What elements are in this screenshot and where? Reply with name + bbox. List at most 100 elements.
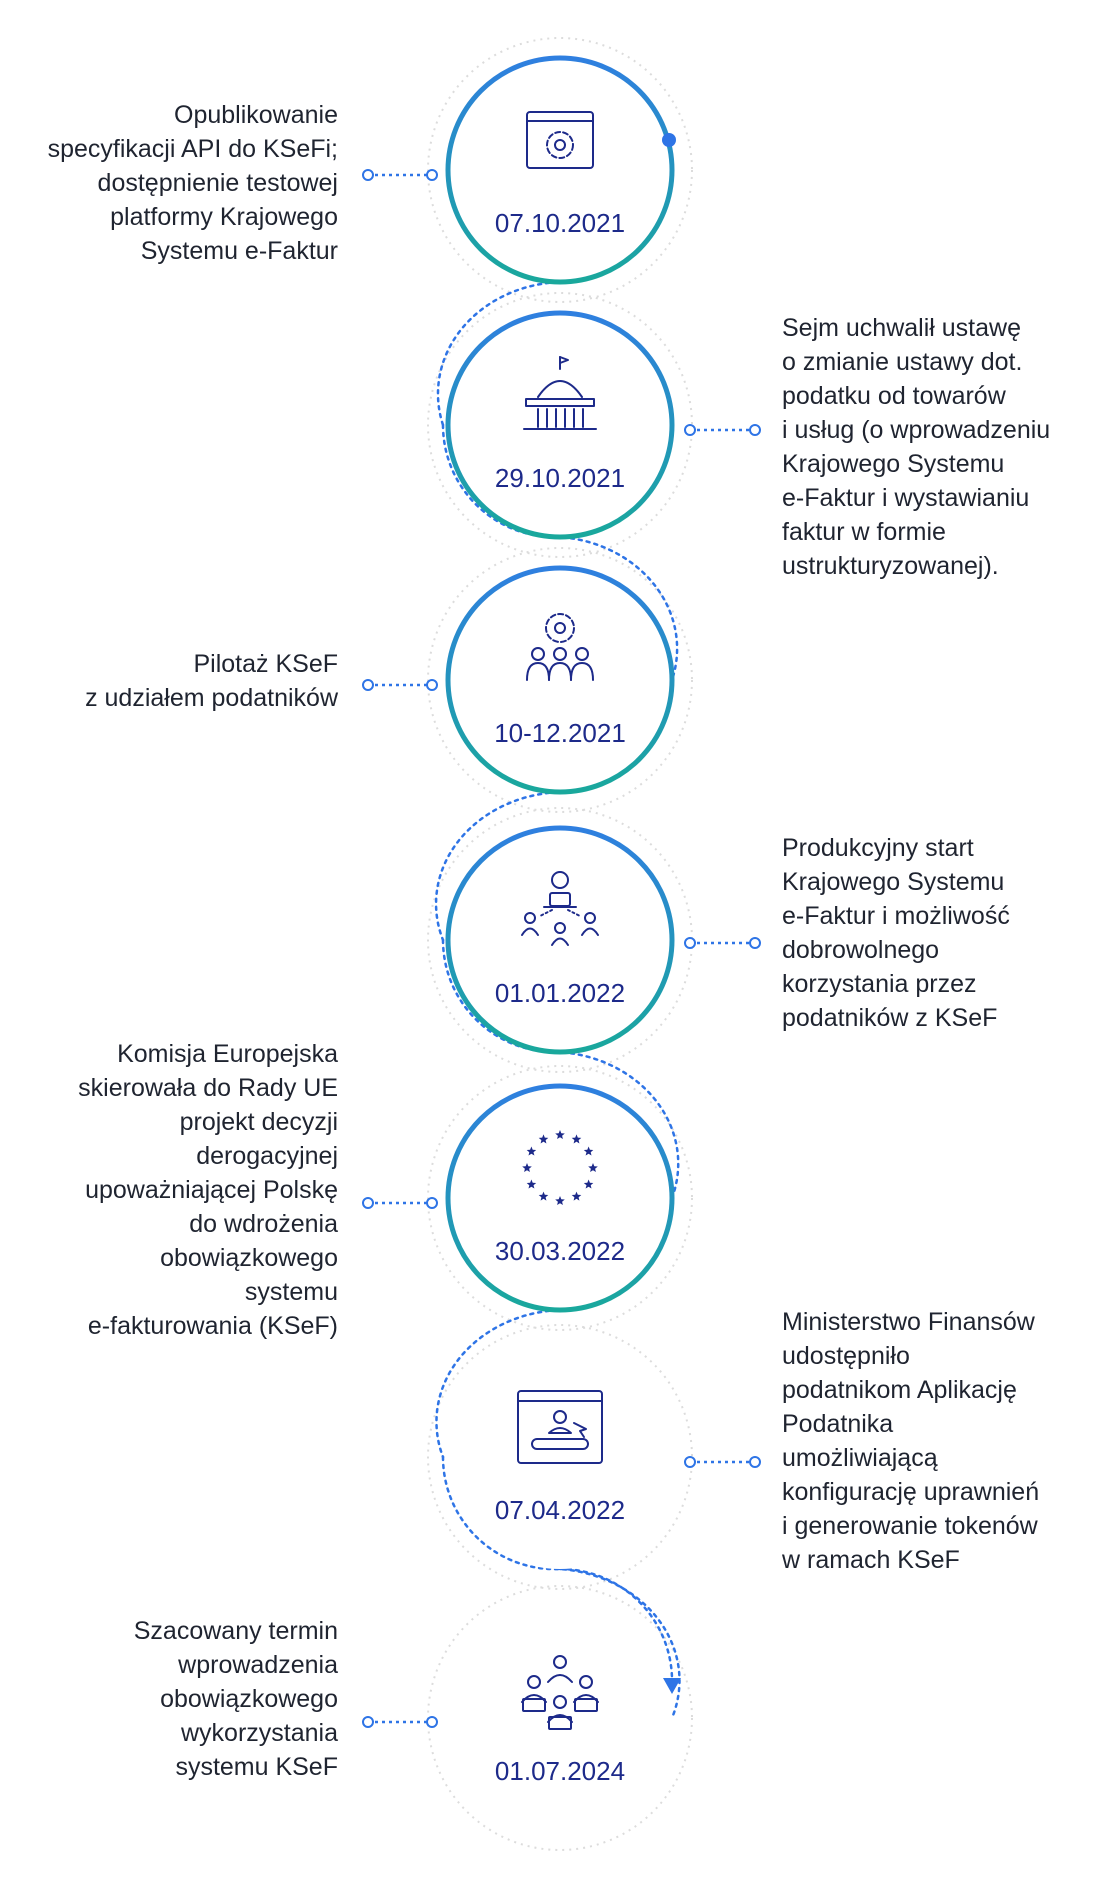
leader-dot <box>362 1197 374 1209</box>
description-line: Krajowego Systemu <box>782 450 1005 478</box>
milestone-description: Komisja Europejska skierowała do Rady UE p… <box>38 1037 338 1343</box>
description-line: konfigurację uprawnień <box>782 1478 1040 1506</box>
star-icon <box>588 1163 598 1172</box>
description-line: Sejm uchwalił ustawę <box>782 314 1021 342</box>
leader-dot <box>749 937 761 949</box>
leader-dot <box>749 1456 761 1468</box>
star-icon <box>571 1191 582 1201</box>
milestone-description: Szacowany termin wprowadzenia obowiązkoweg… <box>38 1614 338 1784</box>
node-ring <box>445 565 675 795</box>
description-line: podatku od towarów <box>782 382 1006 410</box>
outer-ring <box>427 547 693 813</box>
description-line: Krajowego Systemu <box>782 868 1005 896</box>
outer-ring <box>427 37 693 303</box>
description-line: wprowadzenia <box>178 1651 338 1679</box>
milestone-description: Sejm uchwalił ustawę o zmianie ustawy dot… <box>782 311 1082 583</box>
description-line: umożliwiającą <box>782 1444 938 1472</box>
description-line: podatników z KSeF <box>782 1004 998 1032</box>
description-line: projekt decyzji <box>179 1108 338 1136</box>
milestone-description: Opublikowanie specyfikacji API do KSeFi; d… <box>38 98 338 268</box>
timeline-connector <box>441 938 680 1200</box>
star-icon <box>555 1130 565 1139</box>
description-line: e-Faktur i możliwość <box>782 902 1010 930</box>
leader-dot <box>426 169 438 181</box>
eu-stars-icon <box>522 1130 598 1205</box>
leader-dot <box>362 169 374 181</box>
description-line: dobrowolnego <box>782 936 940 964</box>
description-line: Systemu e-Faktur <box>140 237 338 265</box>
milestone-date: 01.07.2024 <box>495 1756 625 1786</box>
description-line: korzystania przez <box>782 970 977 998</box>
description-line: podatnikom Aplikację <box>782 1376 1017 1404</box>
description-line: Produkcyjny start <box>782 834 974 862</box>
node-ring <box>445 55 675 285</box>
description-line: Opublikowanie <box>174 101 338 129</box>
description-line: w ramach KSeF <box>782 1546 960 1574</box>
node-ring <box>445 825 675 1055</box>
description-line: o zmianie ustawy dot. <box>782 348 1023 376</box>
star-icon <box>538 1191 549 1201</box>
timeline-connector <box>441 1455 681 1720</box>
team-gear-icon <box>526 613 594 681</box>
leader-dot <box>362 679 374 691</box>
description-line: obowiązkowego <box>160 1685 338 1713</box>
description-line: platformy Krajowego <box>110 203 338 231</box>
leader-dot <box>684 424 696 436</box>
description-line: Szacowany termin <box>133 1617 338 1645</box>
description-line: specyfikacji API do KSeFi; <box>47 135 338 163</box>
outer-ring <box>427 1065 693 1331</box>
milestone-node: 01.07.2024 <box>362 1606 672 1830</box>
node-ring <box>445 310 675 540</box>
description-line: e-Faktur i wystawianiu <box>782 484 1030 512</box>
leader-dot <box>426 679 438 691</box>
star-icon <box>583 1179 594 1189</box>
star-icon <box>526 1146 537 1156</box>
milestone-date: 01.01.2022 <box>495 978 625 1008</box>
milestone-node: 30.03.2022 <box>362 1083 675 1313</box>
description-line: Podatnika <box>782 1410 894 1438</box>
description-line: Komisja Europejska <box>117 1040 338 1068</box>
milestone-node: 07.10.2021 <box>362 55 675 285</box>
star-icon <box>522 1163 532 1172</box>
milestone-description: Ministerstwo Finansów udostępniło podatnik… <box>782 1305 1082 1577</box>
description-line: dostępnienie testowej <box>97 169 338 197</box>
description-line: derogacyjnej <box>196 1142 338 1170</box>
description-line: i generowanie tokenów <box>782 1512 1038 1540</box>
description-line: ustrukturyzowanej). <box>782 552 999 580</box>
description-line: obowiązkowego <box>160 1244 338 1272</box>
description-line: systemu <box>244 1278 338 1306</box>
parliament-building-icon <box>523 356 597 430</box>
milestone-date: 07.10.2021 <box>495 208 625 238</box>
milestone-node: 29.10.2021 <box>445 310 761 540</box>
timeline-connector <box>558 1567 674 1680</box>
leader-dot <box>426 1197 438 1209</box>
node-ring <box>448 1345 672 1569</box>
leader-dot <box>426 1716 438 1728</box>
leader-dot <box>749 424 761 436</box>
star-icon <box>526 1179 537 1189</box>
milestone-date: 30.03.2022 <box>495 1236 625 1266</box>
leader-dot <box>684 1456 696 1468</box>
star-icon <box>538 1134 549 1144</box>
star-icon <box>555 1196 565 1205</box>
star-icon <box>571 1134 582 1144</box>
star-icon <box>583 1146 594 1156</box>
group-computers-icon <box>521 1655 599 1730</box>
gear-window-icon <box>526 111 594 169</box>
description-line: e-fakturowania (KSeF) <box>87 1312 338 1340</box>
description-line: faktur w formie <box>782 518 946 546</box>
leader-dot <box>362 1716 374 1728</box>
description-line: systemu KSeF <box>175 1753 338 1781</box>
leader-dot <box>684 937 696 949</box>
description-line: udostępniło <box>782 1342 910 1370</box>
description-line: Ministerstwo Finansów <box>782 1308 1035 1336</box>
timeline-start-dot <box>662 133 676 147</box>
description-line: skierowała do Rady UE <box>78 1074 338 1102</box>
description-line: i usług (o wprowadzeniu <box>782 416 1051 444</box>
milestone-date: 10-12.2021 <box>494 718 626 748</box>
description-line: do wdrożenia <box>189 1210 338 1238</box>
description-line: z udziałem podatników <box>85 684 338 712</box>
